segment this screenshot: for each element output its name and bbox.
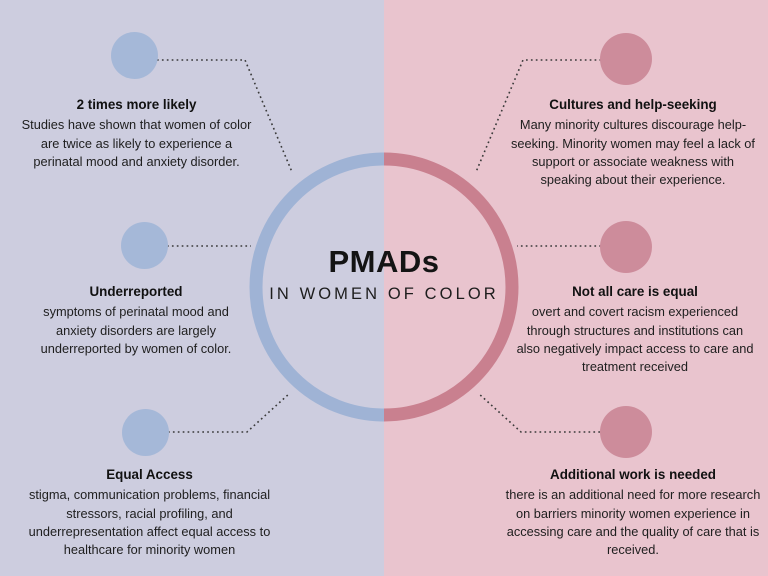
- callout-body: overt and covert racism experienced thro…: [516, 304, 754, 375]
- node-dot-left-middle: [121, 222, 168, 269]
- node-dot-right-middle: [600, 221, 652, 273]
- callout-body: Many minority cultures discourage help-s…: [511, 117, 755, 188]
- callout-two-times-more-likely: 2 times more likely Studies have shown t…: [18, 96, 255, 171]
- center-ring-right-half: [384, 152, 519, 422]
- background-right-half: [384, 0, 768, 576]
- node-dot-left-bottom: [122, 409, 169, 456]
- callout-body: Studies have shown that women of color a…: [21, 117, 252, 169]
- callout-heading: Underreported: [89, 284, 183, 299]
- connector-right-bottom: [477, 392, 600, 433]
- background-left-half: [0, 0, 384, 576]
- node-dot-left-top: [111, 32, 158, 79]
- callout-heading: Equal Access: [106, 467, 193, 482]
- callout-heading: Additional work is needed: [550, 467, 716, 482]
- callout-equal-access: Equal Access stigma, communication probl…: [8, 466, 291, 560]
- callout-heading: Not all care is equal: [572, 284, 698, 299]
- callout-body: stigma, communication problems, financia…: [28, 487, 271, 558]
- callout-body: symptoms of perinatal mood and anxiety d…: [40, 304, 232, 356]
- node-dot-right-top: [600, 33, 652, 85]
- callout-not-all-care-is-equal: Not all care is equal overt and covert r…: [514, 283, 756, 377]
- callout-cultures-and-help-seeking: Cultures and help-seeking Many minority …: [509, 96, 757, 190]
- callout-underreported: Underreported symptoms of perinatal mood…: [30, 283, 242, 358]
- node-dot-right-bottom: [600, 406, 652, 458]
- callout-additional-work-is-needed: Additional work is needed there is an ad…: [505, 466, 761, 560]
- callout-body: there is an additional need for more res…: [505, 487, 761, 558]
- connector-left-bottom: [168, 392, 291, 433]
- center-ring-left-half: [249, 152, 384, 422]
- callout-heading: 2 times more likely: [76, 97, 197, 112]
- callout-heading: Cultures and help-seeking: [549, 97, 717, 112]
